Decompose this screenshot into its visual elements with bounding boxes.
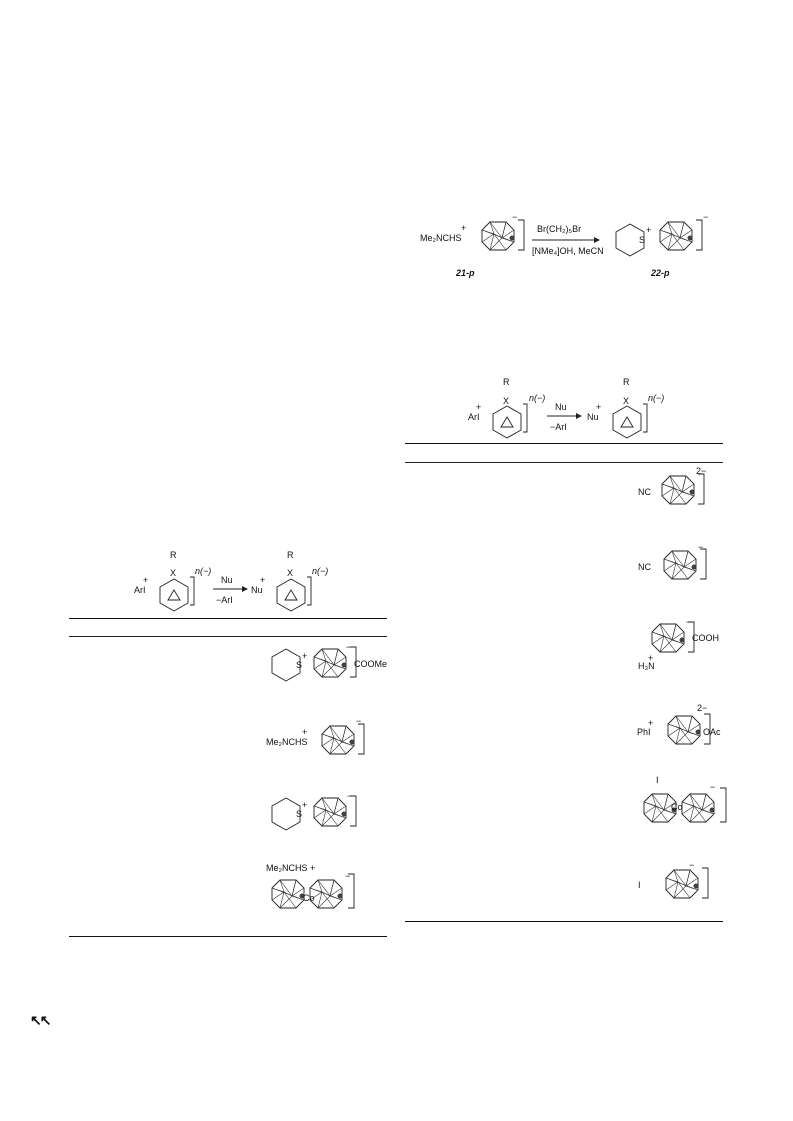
charge-label: n(−) [648, 393, 665, 403]
cluster-ring-reactant [159, 576, 195, 612]
x-label: X [623, 396, 630, 406]
charge-label: 2− [697, 703, 708, 713]
carborane-cage [313, 795, 357, 827]
cobalt-label: Co [303, 893, 315, 903]
minus-charge: − [345, 871, 351, 881]
cluster-ring-reactant [492, 403, 528, 439]
plus-charge: + [302, 727, 308, 737]
cobalt-label: Co [671, 802, 683, 812]
x-label: X [503, 396, 510, 406]
sulfur-label: S [296, 809, 303, 819]
x-label: X [287, 568, 294, 578]
minus-charge: − [346, 642, 352, 652]
byproduct: −ArI [216, 595, 233, 605]
carborane-cage-reactant [481, 219, 525, 251]
iodonium-group: PhI [637, 727, 651, 737]
cobaltacarborane-sandwich [643, 787, 727, 823]
charge-label: n(−) [312, 566, 329, 576]
charge-label: n(−) [529, 393, 546, 403]
minus-charge: − [686, 617, 692, 627]
acetoxy-group: OAc [703, 727, 721, 737]
cobaltacarborane-sandwich [271, 873, 355, 909]
nu-reagent: Nu [221, 575, 233, 585]
aryl-iodonium: ArI [468, 412, 480, 422]
minus-charge: − [689, 860, 695, 870]
cluster-ring-product [276, 576, 312, 612]
minus-charge: − [703, 212, 709, 222]
nu-reagent: Nu [555, 402, 567, 412]
nu-product: Nu [251, 585, 263, 595]
r-label: R [170, 550, 177, 560]
minus-charge: − [347, 791, 353, 801]
r-label: R [623, 377, 630, 387]
reactant-label: Me₂NCHS [420, 233, 462, 243]
nitrile-group: NC [638, 487, 651, 497]
reagent-above: Br(CH₂)₅Br [537, 224, 582, 234]
reaction-arrow [213, 586, 248, 592]
plus-charge: + [260, 575, 266, 585]
byproduct: −ArI [550, 422, 567, 432]
x-label: X [170, 568, 177, 578]
left-table-bottom-rule [69, 936, 387, 937]
right-table-header-rule [405, 462, 723, 463]
carborane-cage-product [659, 219, 703, 251]
carborane-cage [665, 867, 709, 899]
carboxyl-group: COOH [692, 633, 719, 643]
carborane-cage [321, 723, 365, 755]
nitrile-group: NC [638, 562, 651, 572]
plus-charge: + [143, 575, 149, 585]
minus-charge: − [710, 782, 716, 792]
borane-cage [667, 713, 711, 745]
ester-group: COOMe [354, 659, 388, 669]
thioamide-group: Me₂NCHS + [266, 863, 316, 873]
plus-charge: + [596, 402, 602, 412]
compound-label-left: 21-p [456, 268, 475, 278]
plus-charge: + [302, 651, 308, 661]
r-label: R [287, 550, 294, 560]
r-label: R [503, 377, 510, 387]
carborane-cage [663, 548, 707, 580]
right-table-bottom-rule [405, 921, 723, 922]
cluster-ring-product [612, 403, 648, 439]
plus-charge: + [476, 402, 482, 412]
minus-charge: − [356, 716, 362, 726]
right-table-top-rule [405, 443, 723, 444]
product-sulfur: S [639, 235, 646, 245]
reaction-arrow [532, 237, 600, 243]
carborane-cage [651, 621, 695, 653]
reaction-arrow [547, 413, 582, 419]
plus-charge: + [648, 653, 654, 663]
minus-charge: − [512, 212, 518, 222]
thioamide-group: Me₂NCHS [266, 737, 308, 747]
sulfur-label: S [296, 660, 303, 670]
left-table-top-rule [69, 618, 387, 619]
minus-charge: − [698, 542, 704, 552]
carborane-cage [313, 646, 357, 678]
back-arrows-icon[interactable]: ↖↖ [30, 1012, 52, 1028]
iodo-group: I [638, 880, 641, 890]
aryl-iodonium: ArI [134, 585, 146, 595]
nu-product: Nu [587, 412, 599, 422]
plus-charge: + [646, 225, 652, 235]
ammonium-group: H₃N [638, 661, 655, 671]
plus-charge: + [648, 718, 654, 728]
plus-charge: + [461, 223, 467, 233]
charge-label: 2− [696, 466, 707, 476]
iodo-group: I [656, 775, 659, 785]
compound-label-right: 22-p [651, 268, 670, 278]
borane-cage [661, 473, 705, 505]
charge-label: n(−) [195, 566, 212, 576]
left-table-header-rule [69, 636, 387, 637]
plus-charge: + [302, 800, 308, 810]
reagent-below: [NMe₄]OH, MeCN [532, 246, 604, 256]
